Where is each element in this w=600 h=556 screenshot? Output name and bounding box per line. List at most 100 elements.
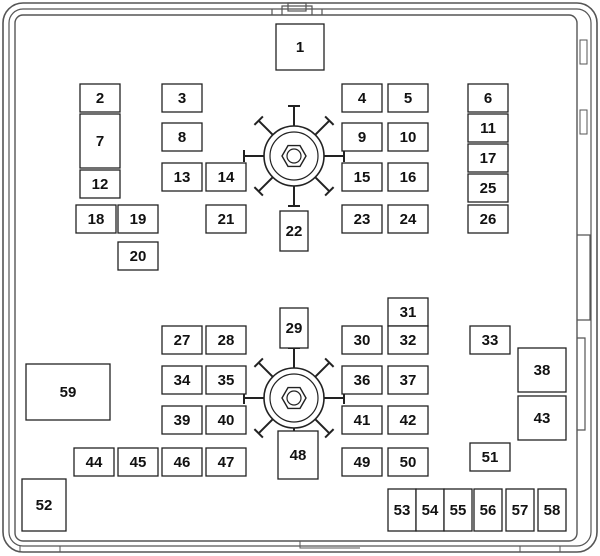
fuse-4: 4 [341, 83, 383, 113]
fuse-4-label: 4 [358, 90, 367, 107]
fuse-29-outline [279, 307, 309, 349]
fuse-26-label: 26 [480, 211, 497, 228]
fuse-46: 46 [161, 447, 203, 477]
fuse-36-outline [341, 365, 383, 395]
fuse-3-label: 3 [178, 90, 186, 107]
fuse-50-outline [387, 447, 429, 477]
fuse-12-label: 12 [92, 176, 109, 193]
fuse-46-label: 46 [174, 454, 191, 471]
fuse-16-outline [387, 162, 429, 192]
fuse-40-outline [205, 405, 247, 435]
fuse-18: 18 [75, 204, 117, 234]
fuse-17: 17 [467, 143, 509, 173]
fuse-57-label: 57 [512, 502, 529, 519]
fuse-32-label: 32 [400, 332, 417, 349]
fuse-37-label: 37 [400, 372, 417, 389]
fuse-57-outline [505, 488, 535, 532]
fuse-7-outline [79, 113, 121, 169]
fuse-19-label: 19 [130, 211, 147, 228]
fuse-15-outline [341, 162, 383, 192]
fuse-35: 35 [205, 365, 247, 395]
fuse-33: 33 [469, 325, 511, 355]
fuse-42: 42 [387, 405, 429, 435]
fuse-56-outline [473, 488, 503, 532]
fuse-38-outline [517, 347, 567, 393]
fuse-31-label: 31 [400, 304, 417, 321]
fuse-1-outline [275, 23, 325, 71]
fuse-1: 1 [275, 23, 325, 71]
fuse-44: 44 [73, 447, 115, 477]
fuse-22-outline [279, 210, 309, 252]
fuse-55: 55 [443, 488, 473, 532]
fuse-39-label: 39 [174, 412, 191, 429]
fuse-41: 41 [341, 405, 383, 435]
fuse-37: 37 [387, 365, 429, 395]
fuse-5: 5 [387, 83, 429, 113]
fuse-17-label: 17 [480, 150, 497, 167]
fuse-32: 32 [387, 325, 429, 355]
fuse-19: 19 [117, 204, 159, 234]
fuse-28-outline [205, 325, 247, 355]
fuse-59-outline [25, 363, 111, 421]
fuse-14-outline [205, 162, 247, 192]
fuse-1-label: 1 [296, 39, 304, 56]
fuse-13-outline [161, 162, 203, 192]
fuse-26-outline [467, 204, 509, 234]
fuse-32-outline [387, 325, 429, 355]
fuse-15: 15 [341, 162, 383, 192]
fuse-18-outline [75, 204, 117, 234]
fuse-4-outline [341, 83, 383, 113]
fuse-51-outline [469, 442, 511, 472]
fuse-39: 39 [161, 405, 203, 435]
fuse-37-outline [387, 365, 429, 395]
fuse-9: 9 [341, 122, 383, 152]
fuse-5-outline [387, 83, 429, 113]
fuse-30-label: 30 [354, 332, 371, 349]
fuse-48-label: 48 [290, 447, 307, 464]
fuse-46-outline [161, 447, 203, 477]
fuse-43-outline [517, 395, 567, 441]
fuse-55-label: 55 [450, 502, 467, 519]
fuse-20-outline [117, 241, 159, 271]
fuse-55-outline [443, 488, 473, 532]
fuse-2-outline [79, 83, 121, 113]
fuse-59: 59 [25, 363, 111, 421]
fuse-45: 45 [117, 447, 159, 477]
fuse-41-label: 41 [354, 412, 371, 429]
fuse-48: 48 [277, 430, 319, 480]
fuse-39-outline [161, 405, 203, 435]
fuse-12: 12 [79, 169, 121, 199]
fuse-8-label: 8 [178, 129, 186, 146]
fuse-58-outline [537, 488, 567, 532]
fuse-45-label: 45 [130, 454, 147, 471]
fuse-43-label: 43 [534, 410, 551, 427]
fuse-33-outline [469, 325, 511, 355]
fuse-49-label: 49 [354, 454, 371, 471]
fuse-38-label: 38 [534, 362, 551, 379]
fuse-42-label: 42 [400, 412, 417, 429]
fuse-22-label: 22 [286, 223, 303, 240]
fuse-30-outline [341, 325, 383, 355]
fuse-3: 3 [161, 83, 203, 113]
fuse-26: 26 [467, 204, 509, 234]
fuse-8: 8 [161, 122, 203, 152]
fuse-48-outline [277, 430, 319, 480]
fuse-24-label: 24 [400, 211, 417, 228]
fuse-43: 43 [517, 395, 567, 441]
fuse-59-label: 59 [60, 384, 77, 401]
fuse-10-label: 10 [400, 129, 417, 146]
fuse-50-label: 50 [400, 454, 417, 471]
fuse-25-outline [467, 173, 509, 203]
fuse-29-label: 29 [286, 320, 303, 337]
fuse-54: 54 [415, 488, 445, 532]
fuse-50: 50 [387, 447, 429, 477]
fuse-21: 21 [205, 204, 247, 234]
fuse-23-outline [341, 204, 383, 234]
fuse-56: 56 [473, 488, 503, 532]
fuse-5-label: 5 [404, 90, 412, 107]
fuse-33-label: 33 [482, 332, 499, 349]
fuse-10: 10 [387, 122, 429, 152]
fuse-34-outline [161, 365, 203, 395]
fuse-9-outline [341, 122, 383, 152]
